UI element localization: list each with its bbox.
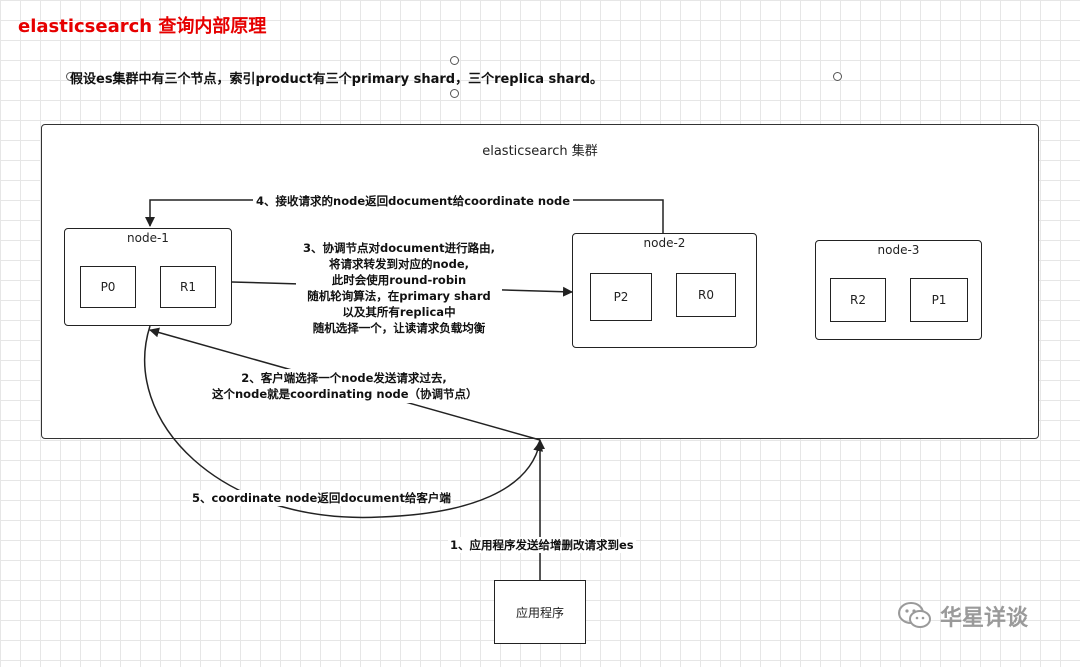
step3-line: 以及其所有replica中 bbox=[342, 305, 456, 319]
step2-label: 2、客户端选择一个node发送请求过去, 这个node就是coordinatin… bbox=[212, 369, 478, 403]
selection-handle[interactable] bbox=[66, 72, 75, 81]
shard-p1: P1 bbox=[910, 278, 968, 322]
arrow-step5 bbox=[144, 325, 544, 519]
step5-label: 5、coordinate node返回document给客户端 bbox=[190, 490, 453, 506]
step3-line: 随机轮询算法，在primary shard bbox=[307, 289, 491, 303]
shard-r1: R1 bbox=[160, 266, 216, 308]
application-box: 应用程序 bbox=[494, 580, 586, 644]
step2-line: 这个node就是coordinating node（协调节点） bbox=[212, 387, 478, 401]
step1-label: 1、应用程序发送给增删改请求到es bbox=[448, 537, 636, 553]
selection-handle[interactable] bbox=[833, 72, 842, 81]
watermark-text: 华星详谈 bbox=[940, 606, 1029, 631]
shard-r0: R0 bbox=[676, 273, 736, 317]
step2-line: 2、客户端选择一个node发送请求过去, bbox=[241, 371, 447, 385]
shard-r2: R2 bbox=[830, 278, 886, 322]
shard-p0: P0 bbox=[80, 266, 136, 308]
wechat-icon bbox=[898, 602, 931, 628]
cluster-label: elasticsearch 集群 bbox=[482, 144, 598, 159]
step3-line: 此时会使用round-robin bbox=[331, 273, 467, 287]
selection-handle[interactable] bbox=[450, 56, 459, 65]
page-title: elasticsearch 查询内部原理 bbox=[18, 16, 267, 37]
selection-handle[interactable] bbox=[450, 89, 459, 98]
step4-label: 4、接收请求的node返回document给coordinate node bbox=[253, 193, 574, 209]
step3-line: 随机选择一个，让读请求负载均衡 bbox=[312, 321, 486, 335]
node-2-label: node-2 bbox=[643, 236, 686, 250]
step3-label: 3、协调节点对document进行路由, 将请求转发到对应的node, 此时会使… bbox=[296, 238, 502, 338]
premise-text: 假设es集群中有三个节点，索引product有三个primary shard，三… bbox=[70, 72, 604, 87]
node-3-label: node-3 bbox=[877, 243, 920, 257]
step3-line: 3、协调节点对document进行路由, bbox=[303, 241, 495, 255]
watermark: 华星详谈 bbox=[898, 600, 1028, 632]
step3-line: 将请求转发到对应的node, bbox=[329, 257, 469, 271]
shard-p2: P2 bbox=[590, 273, 652, 321]
node-1-label: node-1 bbox=[127, 231, 169, 245]
